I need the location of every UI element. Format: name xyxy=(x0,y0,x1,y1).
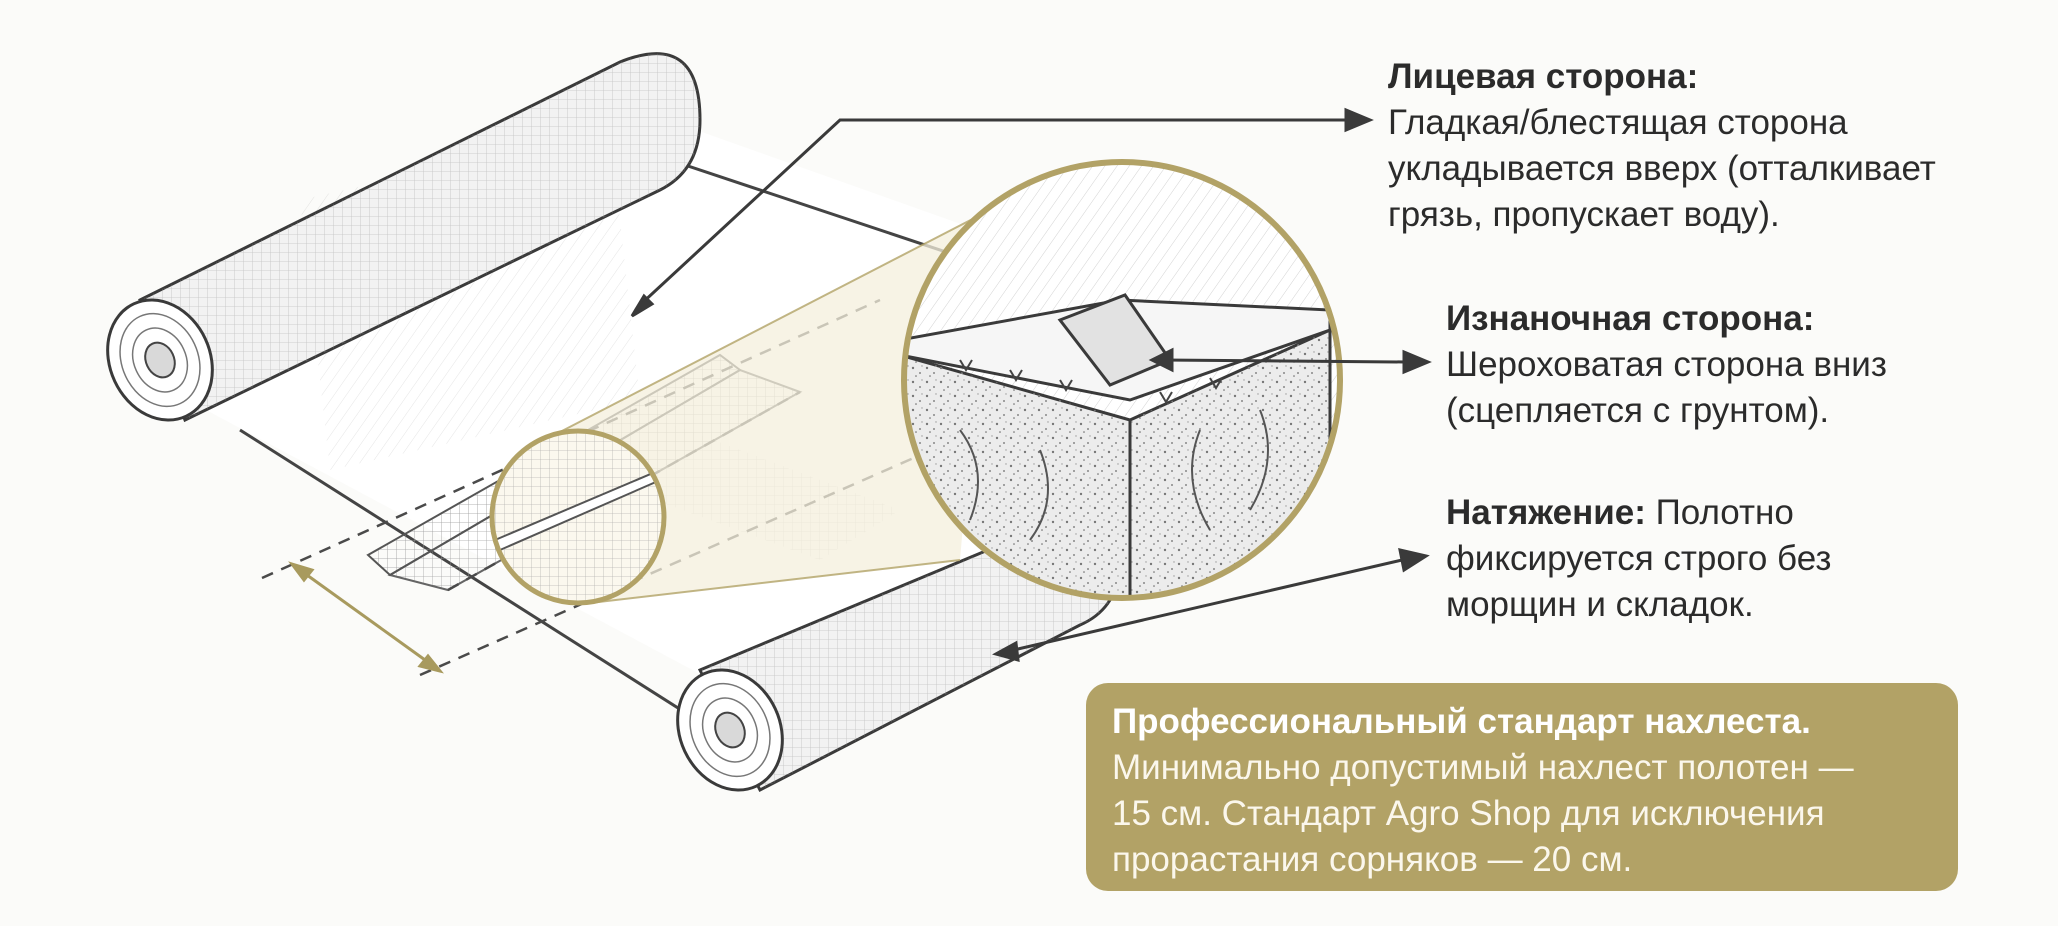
overlap-arrow xyxy=(288,561,444,674)
back-side-title: Изнаночная сторона: xyxy=(1446,299,1815,338)
leader-arrows xyxy=(630,107,1432,663)
tension-text: Полотно фиксируется строго без морщин и … xyxy=(1446,493,1832,624)
face-side-callout: Лицевая сторона: Гладкая/блестящая сторо… xyxy=(1388,54,2028,238)
tension-title: Натяжение: xyxy=(1446,493,1646,532)
magnifier-small-circle xyxy=(489,428,667,606)
bottom-roll xyxy=(676,514,1122,793)
face-side-title: Лицевая сторона: xyxy=(1388,57,1699,96)
standard-text: Минимально допустимый нахлест полотен — … xyxy=(1112,748,1854,879)
top-roll xyxy=(106,52,702,423)
face-side-text: Гладкая/блестящая сторона укладывается в… xyxy=(1388,103,1936,234)
tension-callout: Натяжение: Полотно фиксируется строго бе… xyxy=(1446,490,2006,628)
overlap-standard-box: Профессиональный стандарт нахлеста. Мини… xyxy=(1086,683,1958,891)
magnifier-cone xyxy=(560,210,990,603)
standard-title: Профессиональный стандарт нахлеста. xyxy=(1112,702,1811,741)
back-side-callout: Изнаночная сторона: Шероховатая сторона … xyxy=(1446,296,2026,434)
back-side-text: Шероховатая сторона вниз (сцепляется с г… xyxy=(1446,345,1887,430)
magnifier-large-circle xyxy=(901,159,1343,601)
